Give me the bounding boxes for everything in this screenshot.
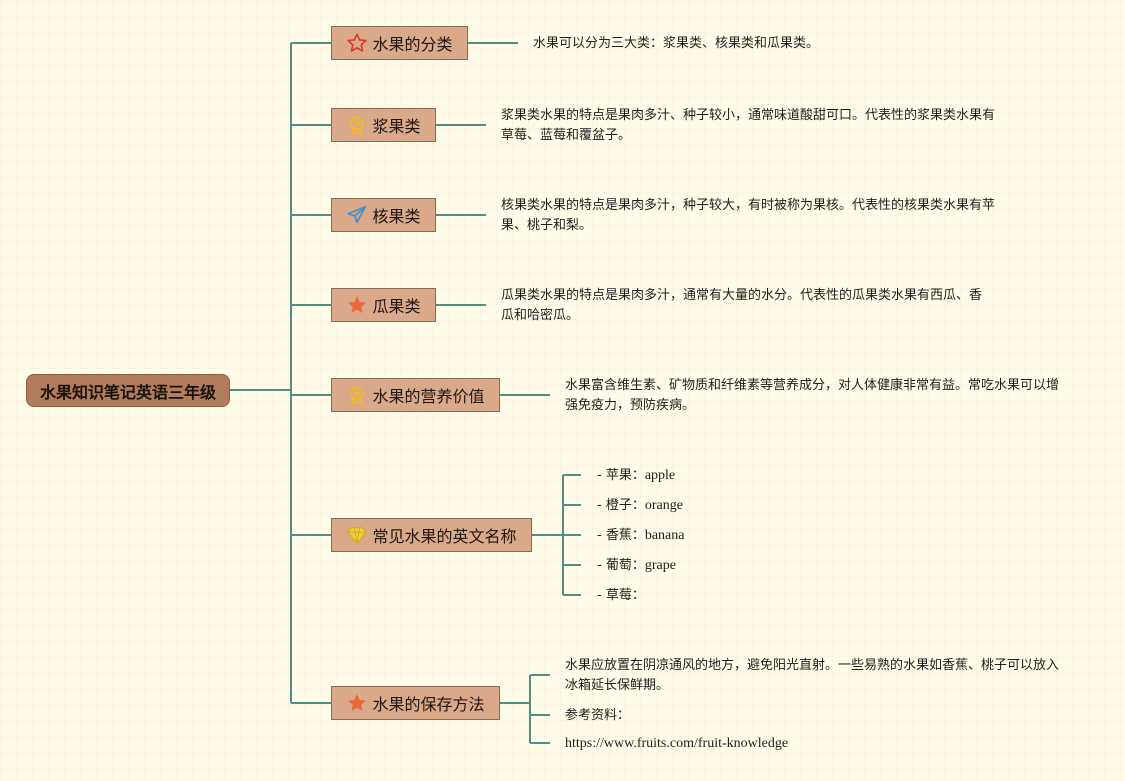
- note-drupes: 核果类水果的特点是果肉多汁，种子较大，有时被称为果核。代表性的核果类水果有苹果、…: [501, 198, 996, 233]
- topic-melons[interactable]: 瓜果类: [331, 288, 436, 322]
- note-nutrition: 水果富含维生素、矿物质和纤维素等营养成分，对人体健康非常有益。常吃水果可以增强免…: [565, 378, 1060, 413]
- note-berries: 浆果类水果的特点是果肉多汁、种子较小，通常味道酸甜可口。代表性的浆果类水果有草莓…: [501, 108, 996, 143]
- topic-label: 常见水果的英文名称: [372, 527, 517, 546]
- paper-plane-icon: [346, 204, 368, 226]
- fruit-name-item: - 香蕉：banana: [597, 528, 685, 543]
- note-melons: 瓜果类水果的特点是果肉多汁，通常有大量的水分。代表性的瓜果类水果有西瓜、香瓜和哈…: [501, 288, 983, 323]
- star-filled-icon: [346, 294, 368, 316]
- topic-label: 核果类: [372, 207, 421, 226]
- medal-icon: [346, 114, 368, 136]
- topic-drupes[interactable]: 核果类: [331, 198, 436, 232]
- topic-english-names[interactable]: 常见水果的英文名称: [331, 518, 532, 552]
- star-filled-icon: [346, 692, 368, 714]
- diamond-icon: [346, 524, 368, 546]
- topic-storage[interactable]: 水果的保存方法: [331, 686, 500, 720]
- topic-nutrition[interactable]: 水果的营养价值: [331, 378, 500, 412]
- reference-link[interactable]: https://www.fruits.com/fruit-knowledge: [565, 736, 789, 751]
- root-node[interactable]: 水果知识笔记英语三年级: [26, 374, 230, 407]
- fruit-name-item: - 苹果：apple: [597, 468, 676, 483]
- topic-label: 水果的营养价值: [372, 387, 485, 406]
- topic-label: 水果的保存方法: [372, 695, 485, 714]
- star-outline-icon: [346, 32, 368, 54]
- topic-label: 瓜果类: [372, 297, 421, 316]
- note-storage: 水果应放置在阴凉通风的地方，避免阳光直射。一些易熟的水果如香蕉、桃子可以放入冰箱…: [565, 658, 1060, 693]
- fruit-name-item: - 草莓：: [597, 588, 645, 603]
- topic-label: 水果的分类: [372, 35, 453, 54]
- note-classification: 水果可以分为三大类：浆果类、核果类和瓜果类。: [533, 36, 820, 51]
- topic-berries[interactable]: 浆果类: [331, 108, 436, 142]
- topic-label: 浆果类: [372, 117, 421, 136]
- root-label: 水果知识笔记英语三年级: [39, 382, 216, 402]
- reference-label: 参考资料：: [565, 708, 631, 723]
- fruit-name-item: - 葡萄：grape: [597, 558, 676, 573]
- topic-fruit-classification[interactable]: 水果的分类: [331, 26, 468, 60]
- medal-icon: [346, 384, 368, 406]
- fruit-name-item: - 橙子：orange: [597, 498, 683, 513]
